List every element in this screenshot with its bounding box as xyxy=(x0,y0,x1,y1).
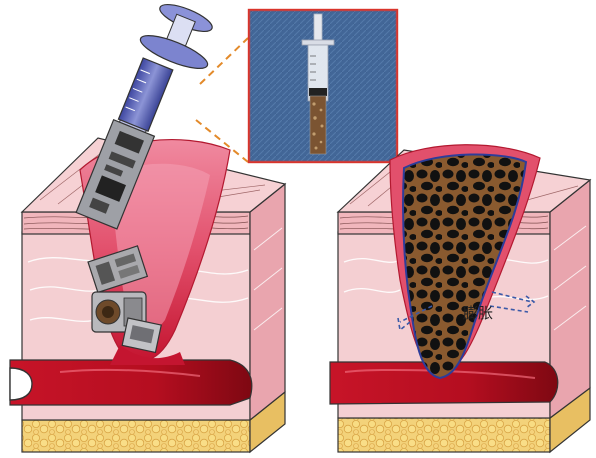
left-tissue-block xyxy=(10,138,285,452)
inset-photo xyxy=(249,10,397,162)
expansion-label: 膨胀 xyxy=(463,306,493,321)
